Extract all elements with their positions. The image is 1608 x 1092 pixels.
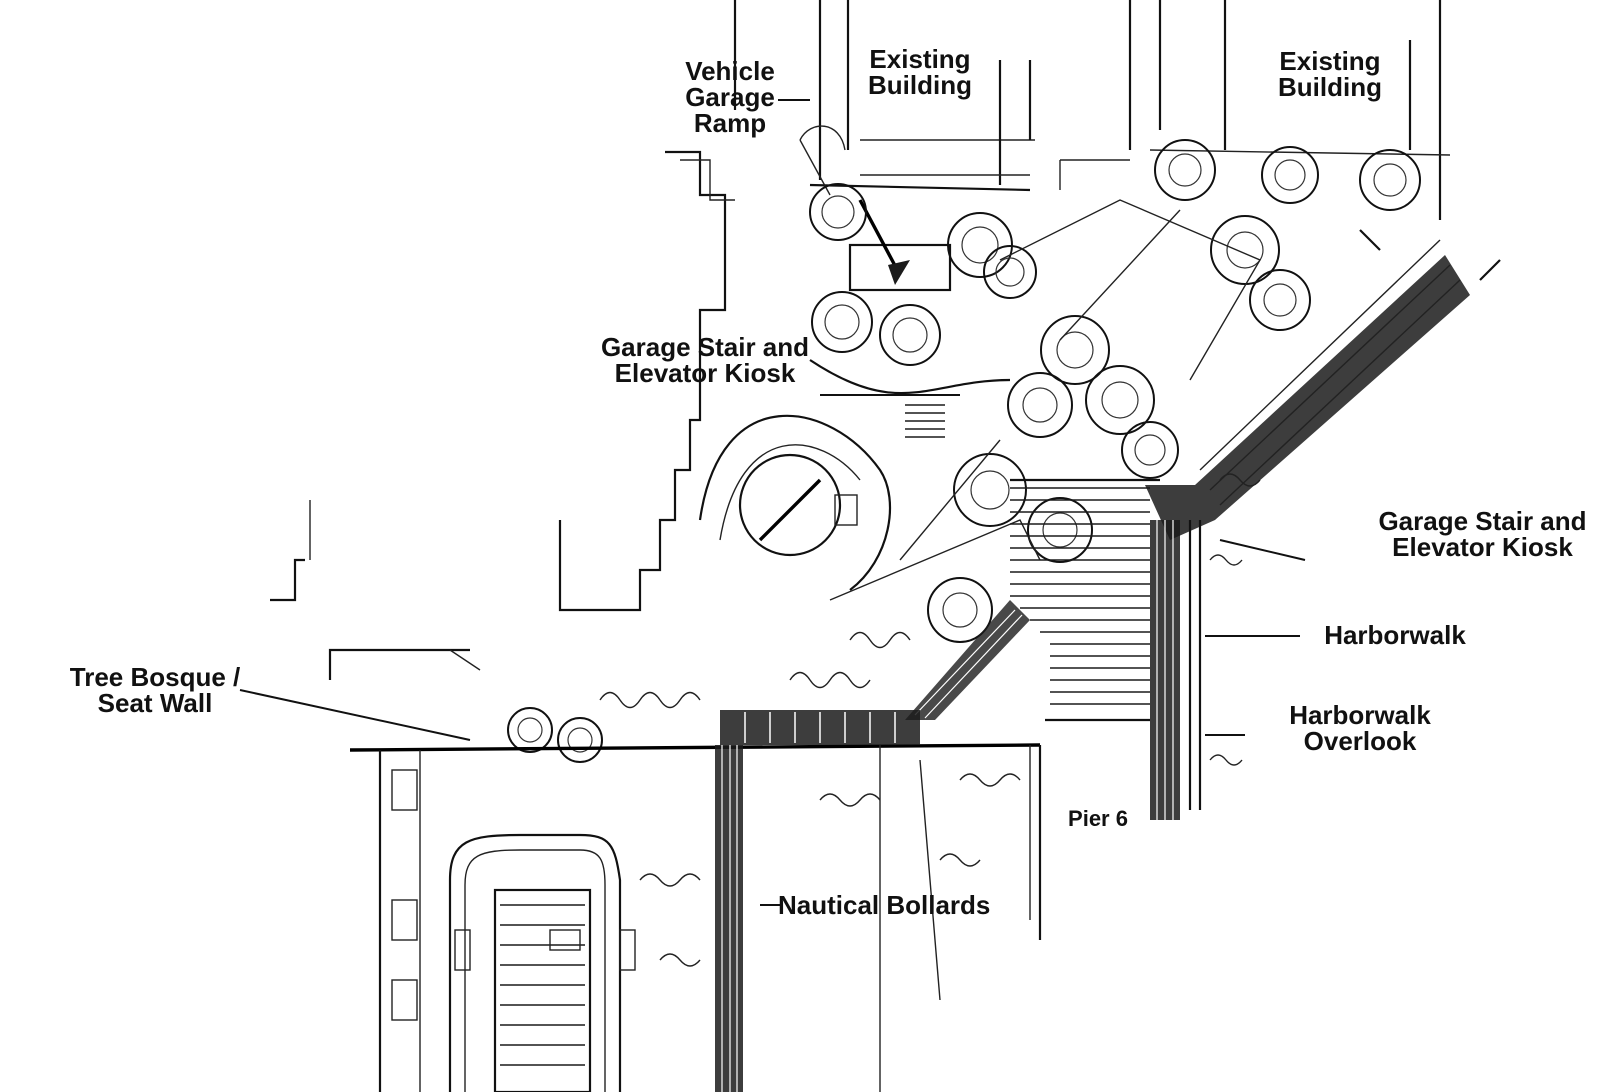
overlook-diagonal xyxy=(905,600,1030,720)
label-nautical-bollards: Nautical Bollards xyxy=(778,890,991,920)
label-vehicle-garage-ramp: Vehicle Garage Ramp xyxy=(685,56,775,138)
harborwalk-diagonal xyxy=(1145,229,1501,540)
planting-texture xyxy=(391,473,1261,1021)
existing-building-right-outline xyxy=(1059,0,1451,220)
garage-edge-wall xyxy=(270,0,737,612)
tree-canopies xyxy=(507,139,1421,763)
label-existing-building-left: Existing Building xyxy=(868,44,972,100)
label-garage-stair-kiosk-right: Garage Stair and Elevator Kiosk xyxy=(1378,506,1587,562)
label-tree-bosque: Tree Bosque / Seat Wall xyxy=(69,662,241,718)
bollard-strip xyxy=(715,745,743,1092)
seawall xyxy=(328,648,1041,752)
harborwalk-vertical xyxy=(1150,520,1202,820)
garden-paths xyxy=(698,199,1262,601)
kiosk-stairs xyxy=(905,404,945,438)
label-pier: Pier 6 xyxy=(1068,806,1128,831)
label-harborwalk: Harborwalk xyxy=(1324,620,1466,650)
leader-lines xyxy=(239,99,1306,906)
pier-structure xyxy=(378,745,1042,1092)
label-garage-stair-kiosk-left: Garage Stair and Elevator Kiosk xyxy=(600,332,810,388)
label-existing-building-right: Existing Building xyxy=(1278,46,1382,102)
grand-stair xyxy=(1010,478,1160,722)
label-harborwalk-overlook: Harborwalk Overlook xyxy=(1289,700,1431,756)
